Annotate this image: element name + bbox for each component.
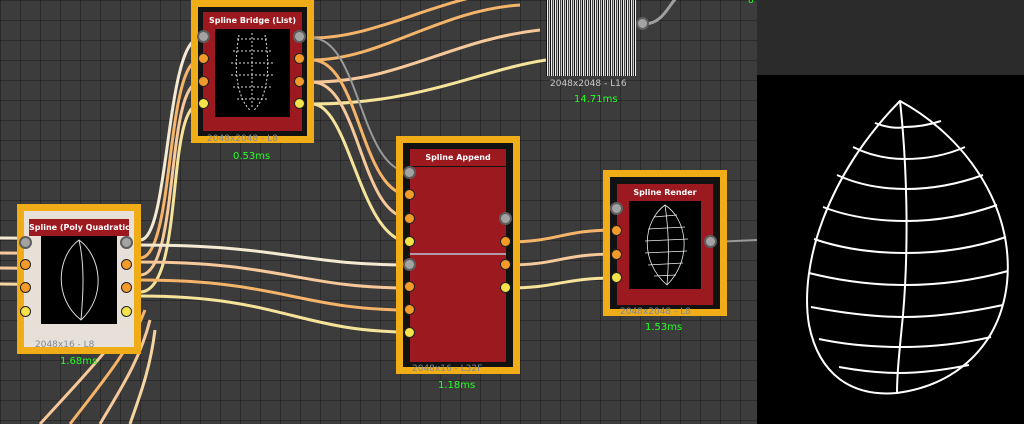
wire [98, 319, 152, 424]
output-port[interactable] [121, 259, 132, 270]
input-port[interactable] [19, 236, 32, 249]
input-port[interactable] [404, 304, 415, 315]
wire [643, 0, 677, 26]
input-port[interactable] [404, 281, 415, 292]
input-port[interactable] [610, 202, 623, 215]
input-port[interactable] [198, 76, 209, 87]
input-port[interactable] [20, 282, 31, 293]
input-port[interactable] [198, 98, 209, 109]
output-port[interactable] [704, 235, 717, 248]
node-timing: 1.18ms [438, 380, 476, 391]
input-port[interactable] [611, 249, 622, 260]
wire [139, 80, 201, 277]
leaf-render-preview [806, 100, 1009, 395]
input-port[interactable] [198, 53, 209, 64]
node-thumbnail [41, 236, 117, 324]
wire [505, 228, 617, 244]
input-port[interactable] [611, 225, 622, 236]
input-port[interactable] [20, 306, 31, 317]
wire [139, 243, 411, 267]
input-port[interactable] [611, 272, 622, 283]
node-timing: 14.71ms [574, 94, 618, 105]
wire [311, 0, 469, 40]
output-port[interactable] [121, 282, 132, 293]
bridge-lines-thumbnail [231, 33, 273, 112]
wire [311, 3, 521, 62]
wire [139, 58, 201, 260]
wire [139, 102, 201, 294]
input-port[interactable] [404, 327, 415, 338]
output-port[interactable] [500, 259, 511, 270]
node-timing: 1.68ms [60, 356, 98, 367]
wire [311, 102, 411, 244]
output-port[interactable] [294, 53, 305, 64]
node-timing: 0.53ms [233, 151, 271, 162]
wire [139, 36, 201, 242]
node-resolution: 2048x2048 - L8 [620, 307, 691, 317]
input-port[interactable] [404, 236, 415, 247]
node-graph-canvas[interactable]: Spline (Poly Quadratic) 2048x16 - L8 1.6… [0, 0, 757, 424]
2d-view-toolbar [757, 0, 1024, 75]
node-title: Spline Bridge (List) [203, 12, 302, 29]
node-resolution: 2048x16 - L8 [35, 340, 95, 350]
node-thumbnail [215, 29, 290, 117]
output-port[interactable] [293, 30, 306, 43]
node-title: Spline Render [617, 184, 713, 201]
wire [128, 329, 157, 424]
wire [311, 80, 411, 220]
output-port[interactable] [121, 306, 132, 317]
wire [139, 294, 411, 334]
append-divider-line [410, 253, 506, 255]
node-spline-bridge-list[interactable]: Spline Bridge (List) 2048x2048 - L8 [191, 0, 314, 144]
2d-view-panel[interactable] [757, 0, 1024, 424]
input-port[interactable] [403, 258, 416, 271]
wire [311, 58, 411, 197]
node-resolution: 2048x2048 - L16 [550, 79, 627, 89]
output-port[interactable] [294, 98, 305, 109]
output-port[interactable] [294, 76, 305, 87]
input-port[interactable] [20, 259, 31, 270]
graph-wires [0, 0, 757, 424]
leaf-veins-thumbnail [644, 204, 689, 286]
wire [505, 252, 617, 267]
input-port[interactable] [404, 213, 415, 224]
wire [311, 28, 541, 84]
node-resolution: 2048x16 - L32F [412, 364, 483, 374]
corner-counter: 8 [748, 0, 754, 6]
node-title: Spline Append [410, 149, 506, 166]
output-port[interactable] [636, 17, 649, 30]
input-port[interactable] [403, 166, 416, 179]
node-timing: 1.53ms [645, 322, 683, 333]
wire [311, 37, 411, 173]
input-port[interactable] [197, 30, 210, 43]
output-port[interactable] [500, 236, 511, 247]
input-port[interactable] [404, 189, 415, 200]
wire [139, 278, 411, 312]
noise-texture-thumbnail[interactable] [546, 0, 636, 76]
node-resolution: 2048x2048 - L8 [207, 134, 278, 144]
node-spline-append[interactable]: Spline Append 2048x16 - L32F [396, 136, 520, 374]
output-port[interactable] [500, 282, 511, 293]
output-port[interactable] [499, 212, 512, 225]
output-port[interactable] [120, 236, 133, 249]
wire [505, 276, 617, 290]
node-title: Spline (Poly Quadratic) [29, 219, 129, 236]
node-spline-poly-quadratic[interactable]: Spline (Poly Quadratic) 2048x16 - L8 [17, 204, 141, 354]
node-spline-render[interactable]: Spline Render 2048x2048 - L8 [603, 170, 727, 317]
leaf-outline-thumbnail [60, 239, 99, 321]
node-thumbnail [629, 201, 701, 289]
wire [139, 260, 411, 290]
